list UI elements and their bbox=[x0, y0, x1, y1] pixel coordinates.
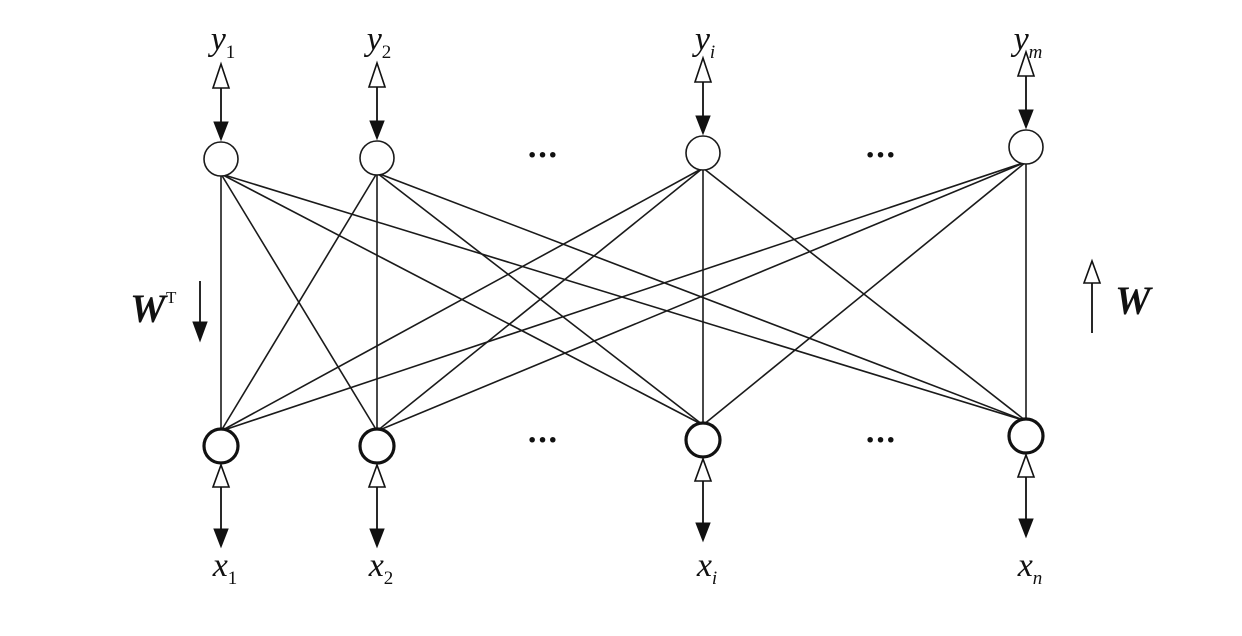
input-ellipsis-left: ··· bbox=[526, 422, 557, 459]
output-io-arrow-icon bbox=[367, 60, 387, 141]
input-label-4: xn bbox=[1017, 547, 1043, 589]
output-label-4: ym bbox=[1011, 21, 1043, 63]
output-neuron-4 bbox=[1008, 129, 1044, 165]
weight-transpose-label: W T bbox=[130, 286, 177, 331]
input-neuron-2 bbox=[358, 427, 396, 465]
weight-transpose-symbol: W bbox=[130, 286, 168, 331]
output-ellipsis-right: ··· bbox=[864, 137, 895, 174]
output-io-arrow-icon bbox=[693, 55, 713, 136]
weight-connection bbox=[376, 161, 1027, 432]
input-neuron-3 bbox=[684, 421, 722, 459]
input-io-arrow-icon bbox=[693, 456, 713, 543]
output-io-arrow-icon bbox=[1016, 49, 1036, 130]
output-label-2: y2 bbox=[364, 21, 392, 63]
output-neuron-3 bbox=[685, 135, 721, 171]
weight-connection bbox=[220, 167, 704, 432]
output-neuron-1 bbox=[203, 141, 239, 177]
weight-connection bbox=[220, 161, 1027, 432]
neurons bbox=[202, 129, 1045, 465]
input-label-2: x2 bbox=[368, 547, 394, 589]
weight-connection bbox=[376, 167, 704, 432]
down-arrow-icon bbox=[192, 281, 208, 343]
connection-weights bbox=[220, 161, 1027, 432]
input-io-arrow-icon bbox=[1016, 452, 1036, 539]
input-io-arrow-icon bbox=[367, 462, 387, 549]
io-arrows bbox=[211, 49, 1036, 549]
input-neuron-1 bbox=[202, 427, 240, 465]
weight-connection bbox=[220, 172, 378, 432]
input-io-arrow-icon bbox=[211, 462, 231, 549]
input-label-1: x1 bbox=[212, 547, 238, 589]
output-label-1: y1 bbox=[208, 21, 236, 63]
up-arrow-icon bbox=[1082, 258, 1102, 333]
output-ellipsis-left: ··· bbox=[526, 137, 557, 174]
input-ellipsis-right: ··· bbox=[864, 422, 895, 459]
output-neuron-2 bbox=[359, 140, 395, 176]
weight-connection bbox=[220, 173, 1027, 422]
input-neuron-4 bbox=[1007, 417, 1045, 455]
weight-symbol: W bbox=[1115, 278, 1153, 323]
weight-connection bbox=[702, 161, 1027, 426]
output-io-arrow-icon bbox=[211, 61, 231, 142]
weight-transpose-superscript: T bbox=[166, 288, 177, 307]
input-label-3: xi bbox=[696, 547, 717, 589]
node-labels: y1 y2 yi ym x1 x2 xi xn bbox=[208, 21, 1043, 589]
output-label-3: yi bbox=[692, 21, 715, 63]
